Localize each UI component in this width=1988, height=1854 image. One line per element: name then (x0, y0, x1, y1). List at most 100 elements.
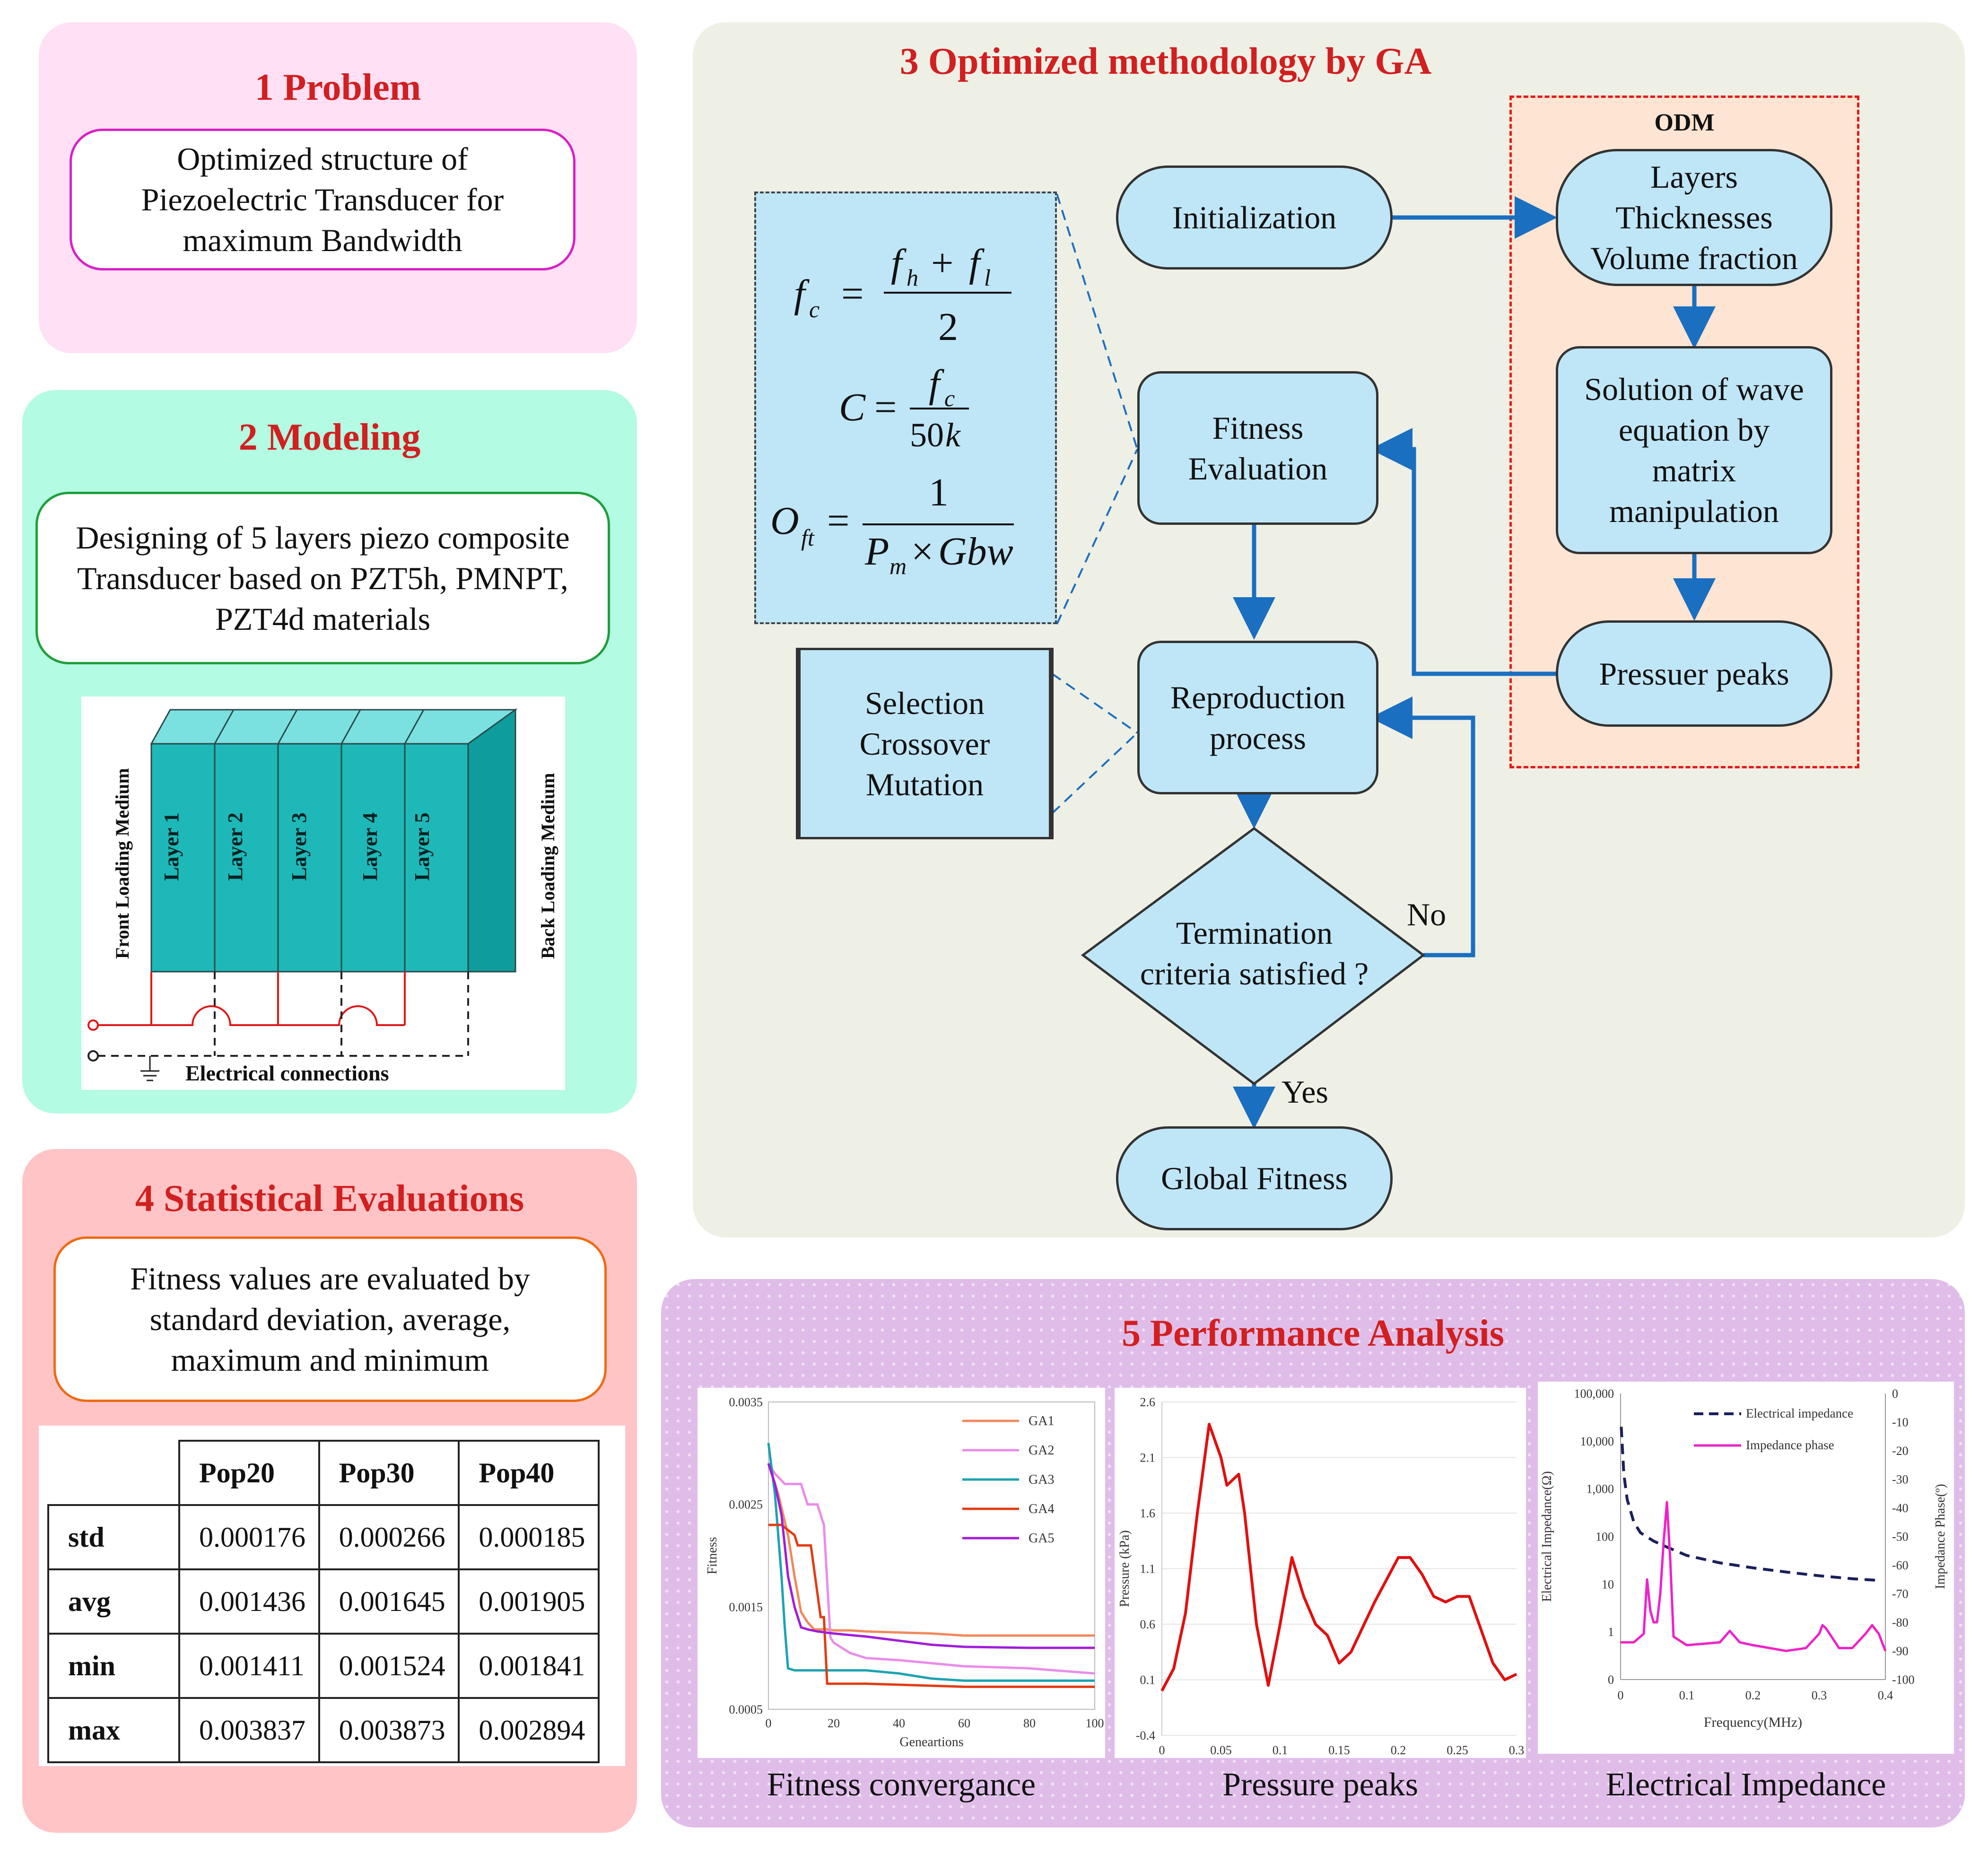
layer-1-label: Layer 1 (160, 812, 183, 881)
callout-selection-bottom (1051, 732, 1138, 814)
x-tick-label: 0.3 (1509, 1743, 1525, 1757)
methodology-title: 3 Optimized methodology by GA (899, 41, 1432, 82)
layer-4-label: Layer 4 (358, 812, 382, 881)
table-row: std 0.000176 0.000266 0.000185 (47, 1504, 600, 1570)
problem-statement: Optimized structure of Piezoelectric Tra… (70, 129, 575, 270)
left-tick-label: 10,000 (1580, 1435, 1614, 1448)
svg-text:Gbw: Gbw (938, 530, 1013, 574)
y-tick-label: 0.0035 (729, 1395, 763, 1409)
table-row: min 0.001411 0.001524 0.001841 (47, 1633, 600, 1699)
row-label: avg (47, 1568, 180, 1635)
callout-formula-top (1056, 193, 1138, 450)
fitness-caption: Fitness convergance (767, 1767, 1036, 1803)
legend-label-GA4: GA4 (1029, 1502, 1054, 1516)
modeling-statement: Designing of 5 layers piezo composite Tr… (35, 492, 610, 664)
series-line-GA5 (767, 1463, 1095, 1649)
no-label: No (1407, 897, 1447, 932)
x-tick-label: 80 (1023, 1716, 1036, 1730)
y-tick-label: 0.0015 (729, 1600, 763, 1614)
left-tick-label: 0 (1608, 1673, 1614, 1687)
global-fitness-box: Global Fitness (1116, 1126, 1393, 1230)
front-medium-label: Front Loading Medium (112, 768, 133, 959)
left-tick-label: 10 (1602, 1577, 1614, 1591)
legend-label-GA1: GA1 (1029, 1414, 1054, 1428)
table-row: avg 0.001436 0.001645 0.001905 (47, 1568, 600, 1635)
right-tick-label: -80 (1892, 1616, 1909, 1629)
right-tick-label: -100 (1892, 1673, 1915, 1687)
left-tick-label: 100 (1596, 1530, 1614, 1544)
statistics-table: Pop20 Pop30 Pop40 std 0.000176 0.000266 … (47, 1440, 600, 1763)
row-label: max (47, 1697, 180, 1763)
y-tick-label: 0.6 (1140, 1618, 1156, 1631)
legend-label-impedance: Electrical impedance (1746, 1406, 1853, 1420)
x-tick-label: 0 (1159, 1743, 1165, 1757)
svg-text:50: 50 (910, 416, 944, 454)
x-tick-label: 20 (828, 1716, 840, 1730)
y-tick-label: 0.1 (1140, 1673, 1156, 1687)
y-tick-label: 2.6 (1140, 1395, 1156, 1409)
y-axis-label: Fitness (705, 1537, 720, 1574)
layer-5-label: Layer 5 (410, 812, 434, 881)
svg-text:h: h (907, 264, 918, 291)
series-line-GA1 (767, 1463, 1095, 1637)
layer-5-face (404, 743, 469, 973)
x-axis-label: Frequency(MHz) (1704, 1715, 1802, 1730)
left-tick-label: 1 (1608, 1625, 1614, 1639)
table-cell: 0.000185 (458, 1504, 600, 1570)
statistics-table-container: Pop20 Pop30 Pop40 std 0.000176 0.000266 … (39, 1426, 625, 1766)
right-tick-label: -10 (1892, 1416, 1909, 1429)
svg-text:1: 1 (929, 470, 949, 514)
y-tick-label: -0.4 (1136, 1729, 1155, 1742)
reproduction-process-box: Reproduction process (1137, 641, 1378, 794)
table-cell: 0.001411 (178, 1633, 320, 1699)
transducer-diagram: Layer 1 Layer 2 Layer 3 Layer 4 Layer 5 … (81, 696, 565, 1090)
svg-text:O: O (770, 499, 799, 543)
svg-text:=: = (841, 272, 863, 316)
fitness-evaluation-box: Fitness Evaluation (1137, 371, 1378, 525)
modeling-title: 2 Modeling (238, 417, 421, 458)
svg-text:+: + (931, 241, 953, 285)
impedance-caption: Electrical Impedance (1605, 1767, 1886, 1803)
x-axis-label: Geneartions (899, 1735, 963, 1750)
initialization-box: Initialization (1116, 165, 1393, 270)
left-tick-label: 1,000 (1587, 1482, 1614, 1496)
table-row: max 0.003837 0.003873 0.002894 (47, 1697, 600, 1763)
statistical-statement: Fitness values are evaluated by standard… (53, 1236, 607, 1402)
performance-title: 5 Performance Analysis (1122, 1313, 1504, 1354)
svg-text:=: = (874, 385, 897, 429)
layer-4-face (340, 743, 406, 973)
x-tick-label: 40 (893, 1716, 905, 1730)
layer-2-label: Layer 2 (224, 812, 247, 881)
termination-label: Termination criteria satisfied ? (1140, 915, 1369, 992)
layer-3-label: Layer 3 (288, 812, 311, 881)
row-label: std (47, 1504, 180, 1570)
svg-text:m: m (889, 553, 907, 579)
legend-label-phase: Impedance phase (1746, 1438, 1834, 1452)
y-tick-label: 0.0025 (729, 1498, 763, 1512)
ground-wiring (98, 972, 469, 1057)
x-tick-label: 0.1 (1273, 1743, 1288, 1757)
layer-1-face (150, 743, 216, 973)
table-cell: 0.001905 (458, 1568, 600, 1635)
legend-label-GA2: GA2 (1029, 1443, 1054, 1458)
pressure-caption: Pressure peaks (1222, 1767, 1419, 1803)
svg-text:c: c (944, 385, 955, 411)
y-tick-label: 1.6 (1140, 1506, 1156, 1520)
svg-text:=: = (827, 499, 849, 543)
svg-text:k: k (945, 416, 961, 454)
table-cell: 0.000176 (178, 1504, 320, 1570)
x-tick-label: 60 (958, 1716, 970, 1730)
legend-label-GA5: GA5 (1029, 1531, 1054, 1546)
svg-text:l: l (984, 264, 991, 291)
selection-crossover-mutation-box: Selection Crossover Mutation (796, 648, 1054, 839)
y-tick-label: 1.1 (1140, 1562, 1156, 1576)
right-tick-label: -20 (1892, 1444, 1909, 1458)
x-tick-label: 100 (1086, 1716, 1104, 1730)
